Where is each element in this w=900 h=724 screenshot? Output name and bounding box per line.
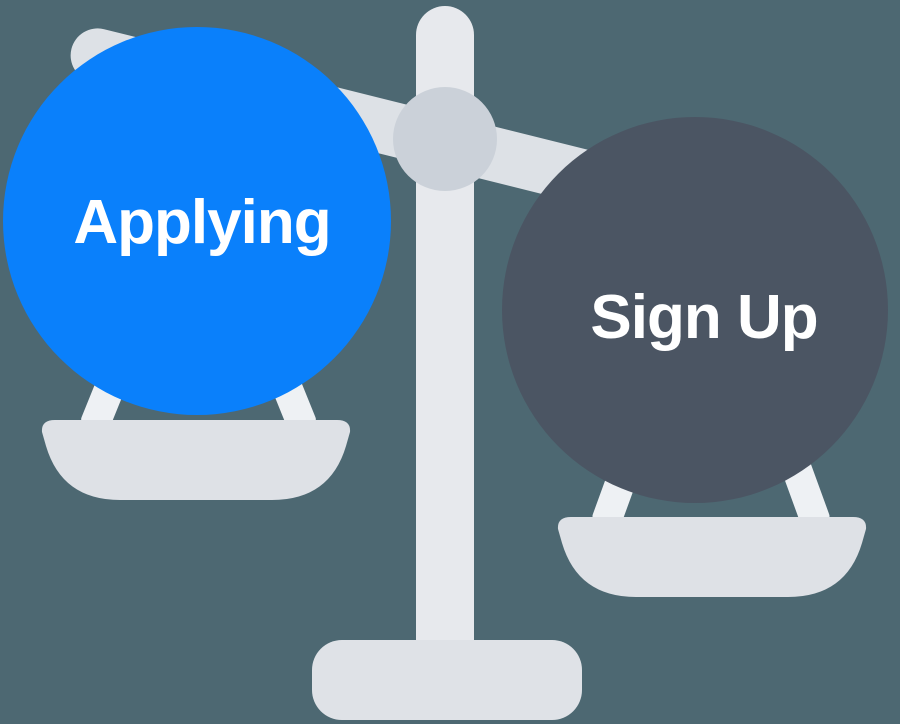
applying-label: Applying (73, 188, 330, 257)
signup-circle (502, 117, 888, 503)
scale-base (312, 640, 582, 720)
signup-label: Sign Up (590, 283, 817, 352)
left-pan (41, 420, 351, 500)
right-pan (557, 517, 867, 597)
applying-circle (3, 27, 391, 415)
scale-pivot-circle (393, 87, 497, 191)
